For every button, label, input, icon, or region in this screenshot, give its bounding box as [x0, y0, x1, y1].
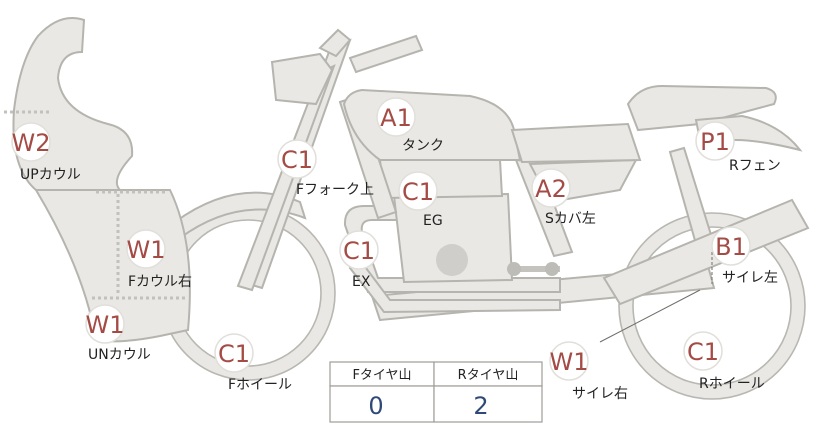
rear-tire-header: Rタイヤ山: [458, 368, 519, 383]
part-label: Fフォーク上: [296, 182, 374, 198]
marker-front-fork[interactable]: C1 Fフォーク上: [277, 139, 374, 198]
marker-front-wheel[interactable]: C1 Fホイール: [214, 333, 292, 393]
seat-shape: [510, 122, 642, 164]
part-label: UNカウル: [88, 347, 151, 363]
rear-tire-value: 2: [473, 392, 488, 420]
part-label: UPカウル: [20, 167, 81, 183]
engine-cover-shape: [436, 244, 468, 276]
part-label: タンク: [402, 138, 444, 154]
front-tire-value: 0: [368, 392, 383, 420]
marker-engine[interactable]: C1 EG: [398, 171, 443, 229]
marker-rear-wheel[interactable]: C1 Rホイール: [683, 331, 765, 392]
part-code: B1: [715, 233, 747, 261]
marker-front-cowl-right[interactable]: W1 Fカウル右: [126, 229, 193, 290]
part-code: C1: [343, 237, 375, 265]
part-markers: W2 UPカウル W1 Fカウル右 W1 UNカウル C1 Fホイール C1 F…: [11, 97, 781, 402]
part-code: C1: [281, 146, 313, 174]
part-label: EX: [352, 274, 371, 290]
part-label: EG: [423, 213, 443, 229]
tire-tread-table: Fタイヤ山 Rタイヤ山 0 2: [329, 361, 543, 423]
part-code: C1: [218, 340, 250, 368]
part-label: Fホイール: [228, 377, 292, 393]
upper-cowl-shape: [12, 17, 134, 191]
part-label: サイレ左: [722, 270, 778, 286]
marker-exhaust[interactable]: C1 EX: [339, 230, 379, 290]
part-label: Rフェン: [729, 158, 781, 174]
marker-upper-cowl[interactable]: W2 UPカウル: [11, 122, 81, 183]
marker-muffler-right[interactable]: W1 サイレ右: [549, 341, 629, 402]
part-label: Rホイール: [699, 376, 765, 392]
part-code: C1: [402, 178, 434, 206]
part-code: W1: [550, 348, 589, 376]
part-code: A2: [535, 175, 567, 203]
part-code: W1: [127, 236, 166, 264]
front-tire-header: Fタイヤ山: [352, 368, 411, 383]
table-value-cell: [433, 385, 543, 423]
marker-under-cowl[interactable]: W1 UNカウル: [85, 304, 151, 363]
front-cowl-shape: [34, 189, 191, 343]
part-code: W1: [86, 311, 125, 339]
marker-rear-fender[interactable]: P1 Rフェン: [695, 121, 781, 174]
part-label: Sカバ左: [545, 211, 596, 227]
rear-wheel-shape: [618, 212, 806, 400]
marker-muffler-left[interactable]: B1 サイレ左: [711, 226, 778, 286]
motorcycle-silhouette: [4, 17, 810, 400]
headlight-shape: [270, 52, 334, 106]
muffler-shape: [602, 198, 810, 306]
handlebar-grip-shape: [348, 34, 424, 74]
rear-seat-shape: [626, 84, 777, 132]
part-code: W2: [12, 129, 51, 157]
table-value-cell: [329, 385, 435, 423]
part-code: C1: [687, 338, 719, 366]
part-code: A1: [380, 104, 412, 132]
marker-side-cover-left[interactable]: A2 Sカバ左: [531, 168, 596, 227]
table-header-cell: [433, 361, 543, 387]
part-label: Fカウル右: [128, 274, 192, 290]
lower-frame-shape: [348, 258, 561, 314]
muffler-leader-line: [599, 289, 701, 343]
part-code: P1: [700, 128, 730, 156]
part-label: サイレ右: [572, 386, 628, 402]
marker-tank[interactable]: A1 タンク: [376, 97, 444, 154]
handlebar-shape: [318, 28, 352, 58]
chain-adjuster-shape: [507, 262, 560, 276]
